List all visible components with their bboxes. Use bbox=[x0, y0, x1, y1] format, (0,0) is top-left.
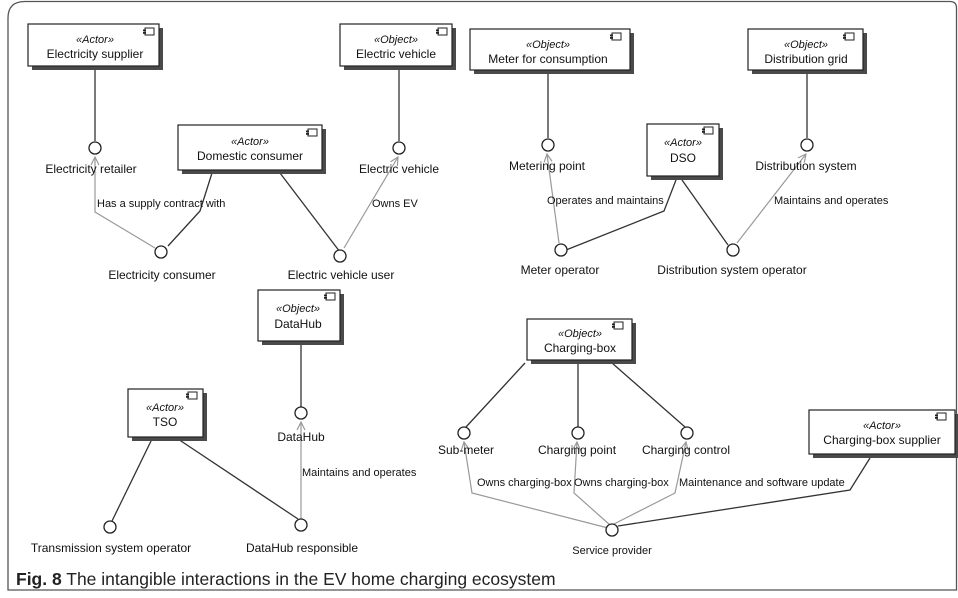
figure-number: Fig. 8 bbox=[16, 569, 62, 589]
interface-label: Meter operator bbox=[521, 263, 600, 277]
interface-label: Service provider bbox=[572, 545, 652, 557]
relation-label: Maintains and operates bbox=[302, 467, 417, 479]
component-icon bbox=[610, 32, 622, 41]
block-distribution-grid: «Object» Distribution grid bbox=[747, 28, 867, 74]
interface-circle-electric-vehicle-user bbox=[333, 249, 347, 263]
block-name: DataHub bbox=[274, 317, 322, 331]
block-charging-box: «Object» Charging-box bbox=[526, 318, 636, 364]
component-icon bbox=[702, 126, 714, 135]
interface-circle-datahub-responsible bbox=[294, 518, 308, 532]
interface-circle-sub-meter bbox=[457, 426, 471, 440]
interface-label: DataHub bbox=[277, 430, 325, 444]
block-stereotype: «Actor» bbox=[146, 402, 184, 414]
connector-lines bbox=[94, 69, 871, 527]
interface-circle-service-provider bbox=[605, 523, 619, 537]
block-stereotype: «Actor» bbox=[863, 420, 901, 432]
component-icon bbox=[143, 27, 155, 36]
block-name: Domestic consumer bbox=[197, 149, 303, 163]
relation-label: Operates and maintains bbox=[547, 195, 664, 207]
block-datahub-object: «Object» DataHub bbox=[257, 289, 344, 345]
interface-circle-metering-point bbox=[541, 138, 555, 152]
block-name: Electric vehicle bbox=[356, 47, 436, 61]
interface-circle-transmission-system-operator bbox=[103, 520, 117, 534]
interface-circle-datahub bbox=[294, 406, 308, 420]
component-icon bbox=[186, 391, 198, 400]
block-charging-box-supplier: «Actor» Charging-box supplier bbox=[808, 409, 958, 458]
interface-circle-electricity-retailer bbox=[88, 141, 102, 155]
component-icon bbox=[306, 128, 318, 137]
relation-label: Owns charging-box bbox=[477, 477, 572, 489]
relation-label: Has a supply contract with bbox=[97, 198, 225, 210]
block-stereotype: «Actor» bbox=[76, 34, 114, 46]
block-stereotype: «Object» bbox=[276, 303, 320, 315]
block-stereotype: «Actor» bbox=[231, 136, 269, 148]
block-stereotype: «Object» bbox=[526, 39, 570, 51]
block-domestic-consumer: «Actor» Domestic consumer bbox=[177, 124, 326, 174]
arrow-lines bbox=[95, 154, 806, 529]
interface-circle-electric-vehicle bbox=[392, 141, 406, 155]
interface-label: Distribution system bbox=[755, 159, 856, 173]
relation-label: Maintains and operates bbox=[774, 195, 889, 207]
relation-label: Owns charging-box bbox=[574, 477, 669, 489]
block-name: Distribution grid bbox=[764, 52, 847, 66]
component-icon bbox=[324, 292, 336, 301]
relation-labels: Has a supply contract with Owns EV Opera… bbox=[97, 195, 889, 489]
interface-label: Distribution system operator bbox=[657, 263, 806, 277]
component-icon bbox=[935, 412, 947, 421]
interface-label: Metering point bbox=[509, 159, 586, 173]
block-electric-vehicle-object: «Object» Electric vehicle bbox=[339, 23, 456, 70]
figure-frame bbox=[7, 0, 958, 591]
relation-label: Maintenance and software update bbox=[679, 477, 845, 489]
block-meter-for-consumption: «Object» Meter for consumption bbox=[469, 28, 634, 74]
interface-labels: Electricity retailer Electric vehicle El… bbox=[31, 159, 857, 557]
interface-label: Electricity retailer bbox=[45, 162, 136, 176]
block-tso: «Actor» TSO bbox=[127, 388, 207, 441]
block-name: Meter for consumption bbox=[488, 52, 607, 66]
component-icon bbox=[843, 32, 855, 41]
block-name: Electricity supplier bbox=[47, 47, 144, 61]
block-name: Charging-box supplier bbox=[823, 433, 940, 447]
block-dso: «Actor» DSO bbox=[646, 123, 723, 180]
interface-label: Charging control bbox=[642, 443, 730, 457]
block-stereotype: «Actor» bbox=[664, 137, 702, 149]
interface-circle-distribution-system bbox=[800, 138, 814, 152]
figure-caption: Fig. 8 The intangible interactions in th… bbox=[16, 569, 556, 590]
interface-circle-distribution-system-operator bbox=[726, 243, 740, 257]
block-stereotype: «Object» bbox=[374, 34, 418, 46]
interface-label: Sub-meter bbox=[438, 443, 494, 457]
component-icon bbox=[612, 321, 624, 330]
interface-label: Charging point bbox=[538, 443, 617, 457]
block-stereotype: «Object» bbox=[558, 328, 602, 340]
interface-label: Electricity consumer bbox=[108, 268, 215, 282]
block-name: DSO bbox=[670, 151, 696, 165]
interface-circle-charging-control bbox=[680, 426, 694, 440]
interface-label: Transmission system operator bbox=[31, 541, 191, 555]
interface-circle-charging-point bbox=[571, 426, 585, 440]
component-icon bbox=[436, 27, 448, 36]
interface-circle-electricity-consumer bbox=[154, 245, 168, 259]
interface-circle-meter-operator bbox=[554, 243, 568, 257]
block-name: Charging-box bbox=[544, 341, 616, 355]
block-stereotype: «Object» bbox=[784, 39, 828, 51]
block-electricity-supplier: «Actor» Electricity supplier bbox=[27, 23, 163, 70]
block-name: TSO bbox=[153, 415, 178, 429]
interface-circles bbox=[88, 138, 814, 537]
interface-label: Electric vehicle bbox=[359, 162, 439, 176]
interface-label: DataHub responsible bbox=[246, 541, 358, 555]
interface-label: Electric vehicle user bbox=[288, 268, 395, 282]
relation-label: Owns EV bbox=[372, 198, 419, 210]
caption-text: The intangible interactions in the EV ho… bbox=[66, 569, 556, 589]
